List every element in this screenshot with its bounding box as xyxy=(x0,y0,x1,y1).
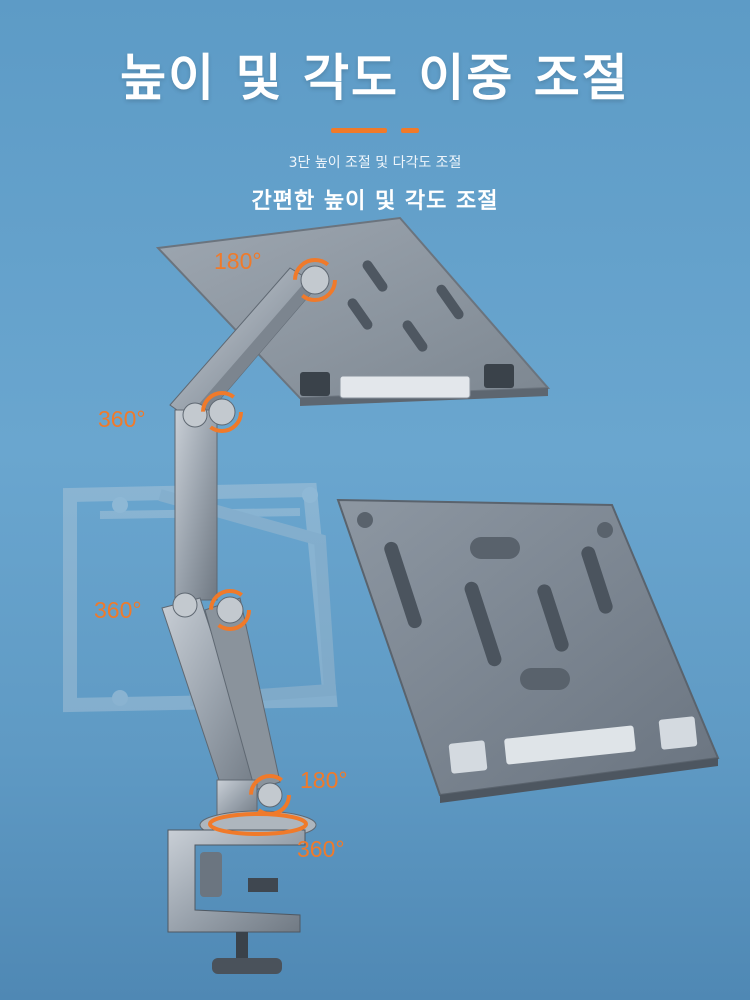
accent-bar-long xyxy=(331,128,387,133)
feature-caption: 3단 높이 조절 및 다각도 조절 xyxy=(288,155,462,171)
angle-label-upper-joint: 360° xyxy=(98,406,146,432)
rotation-arrows xyxy=(201,258,337,836)
angle-label-top-hinge: 180° xyxy=(214,248,262,274)
angle-label-base-rotation: 360° xyxy=(297,836,345,862)
angle-label-lower-hinge: 180° xyxy=(300,767,348,793)
accent-bar-short xyxy=(401,128,419,133)
page-title: 높이 및 각도 이중 조절 xyxy=(120,49,630,107)
angle-label-middle-joint: 360° xyxy=(94,597,142,623)
feature-headline: 간편한 높이 및 각도 조절 xyxy=(251,189,499,214)
lower-tray xyxy=(336,498,720,803)
